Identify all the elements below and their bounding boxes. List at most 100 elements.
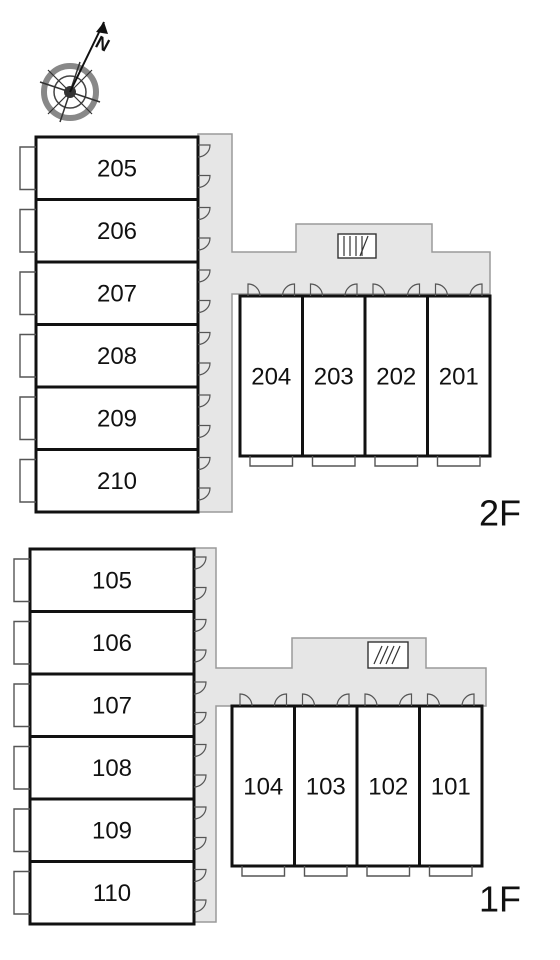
unit-205[interactable]: 205 bbox=[19, 135, 211, 201]
unit-number: 203 bbox=[314, 363, 354, 390]
unit-109[interactable]: 109 bbox=[13, 797, 207, 863]
door-icon bbox=[398, 693, 413, 707]
unit-number: 106 bbox=[92, 630, 132, 657]
balcony bbox=[249, 456, 294, 467]
compass-north-label: N bbox=[92, 32, 113, 56]
door-icon bbox=[197, 237, 211, 251]
unit-number: 209 bbox=[97, 406, 137, 433]
door-icon bbox=[197, 174, 211, 189]
balcony bbox=[19, 333, 36, 378]
unit-204[interactable]: 204 bbox=[238, 283, 304, 467]
unit-number: 103 bbox=[306, 773, 346, 800]
door-icon bbox=[426, 693, 441, 707]
door-icon bbox=[197, 362, 211, 376]
door-icon bbox=[301, 693, 316, 707]
unit-103[interactable]: 103 bbox=[293, 693, 359, 877]
door-icon bbox=[364, 693, 378, 707]
door-icon bbox=[461, 693, 475, 707]
door-icon bbox=[193, 618, 207, 633]
unit-number: 102 bbox=[368, 773, 408, 800]
unit-206[interactable]: 206 bbox=[19, 198, 211, 264]
unit-209[interactable]: 209 bbox=[19, 385, 211, 451]
door-icon bbox=[193, 774, 207, 788]
balcony bbox=[374, 456, 419, 467]
door-icon bbox=[197, 269, 211, 283]
unit-102[interactable]: 102 bbox=[355, 693, 421, 877]
unit-101[interactable]: 101 bbox=[418, 693, 484, 877]
door-icon bbox=[406, 283, 421, 297]
unit-number: 201 bbox=[439, 363, 479, 390]
door-icon bbox=[193, 743, 207, 758]
stair-1f bbox=[367, 641, 409, 669]
balcony bbox=[303, 866, 348, 877]
unit-108[interactable]: 108 bbox=[13, 735, 207, 801]
north-arrow-compass-icon: N bbox=[39, 21, 113, 123]
unit-number: 207 bbox=[97, 281, 137, 308]
unit-number: 101 bbox=[431, 773, 471, 800]
balcony bbox=[311, 456, 356, 467]
unit-202[interactable]: 202 bbox=[363, 283, 429, 467]
door-icon bbox=[193, 836, 207, 851]
door-icon bbox=[197, 331, 211, 346]
door-icon bbox=[197, 487, 211, 501]
unit-208[interactable]: 208 bbox=[19, 323, 211, 389]
door-icon bbox=[336, 693, 350, 707]
unit-number: 109 bbox=[92, 818, 132, 845]
door-icon bbox=[197, 206, 211, 221]
unit-number: 105 bbox=[92, 568, 132, 595]
unit-number: 104 bbox=[243, 773, 283, 800]
stair-2f bbox=[337, 233, 377, 259]
door-icon bbox=[193, 586, 207, 601]
unit-210[interactable]: 210 bbox=[19, 448, 211, 514]
balcony bbox=[19, 271, 36, 316]
unit-104[interactable]: 104 bbox=[230, 693, 296, 877]
door-icon bbox=[193, 899, 207, 913]
floor-2f: 205 206 207 208 209 210 204 203 202 201 2F bbox=[19, 133, 521, 534]
unit-106[interactable]: 106 bbox=[13, 610, 207, 676]
door-icon bbox=[193, 681, 207, 695]
door-icon bbox=[197, 394, 211, 408]
door-icon bbox=[239, 693, 253, 707]
door-icon bbox=[197, 144, 211, 158]
door-icon bbox=[197, 456, 211, 471]
unit-105[interactable]: 105 bbox=[13, 547, 207, 613]
unit-107[interactable]: 107 bbox=[13, 672, 207, 738]
door-icon bbox=[193, 649, 207, 663]
unit-number: 204 bbox=[251, 363, 291, 390]
unit-number: 208 bbox=[97, 343, 137, 370]
balcony bbox=[19, 146, 36, 191]
corridor-2f bbox=[197, 133, 491, 513]
door-icon bbox=[273, 693, 288, 707]
balcony bbox=[19, 396, 36, 441]
unit-207[interactable]: 207 bbox=[19, 260, 211, 326]
unit-201[interactable]: 201 bbox=[426, 283, 492, 467]
door-icon bbox=[193, 868, 207, 883]
door-icon bbox=[469, 283, 483, 297]
balcony bbox=[436, 456, 481, 467]
unit-number: 108 bbox=[92, 755, 132, 782]
floor-label-2f: 2F bbox=[479, 493, 521, 534]
balcony bbox=[19, 208, 36, 253]
door-icon bbox=[309, 283, 324, 297]
unit-number: 206 bbox=[97, 218, 137, 245]
balcony bbox=[19, 458, 36, 503]
unit-number: 202 bbox=[376, 363, 416, 390]
door-icon bbox=[197, 424, 211, 439]
balcony bbox=[366, 866, 411, 877]
balcony bbox=[13, 683, 30, 728]
door-icon bbox=[372, 283, 386, 297]
door-icon bbox=[344, 283, 358, 297]
balcony bbox=[13, 620, 30, 665]
balcony bbox=[241, 866, 286, 877]
door-icon bbox=[434, 283, 449, 297]
unit-number: 210 bbox=[97, 468, 137, 495]
unit-203[interactable]: 203 bbox=[301, 283, 367, 467]
door-icon bbox=[193, 556, 207, 570]
door-icon bbox=[193, 711, 207, 726]
unit-110[interactable]: 110 bbox=[13, 860, 207, 926]
balcony bbox=[13, 808, 30, 853]
unit-number: 110 bbox=[93, 880, 131, 907]
door-icon bbox=[193, 806, 207, 820]
